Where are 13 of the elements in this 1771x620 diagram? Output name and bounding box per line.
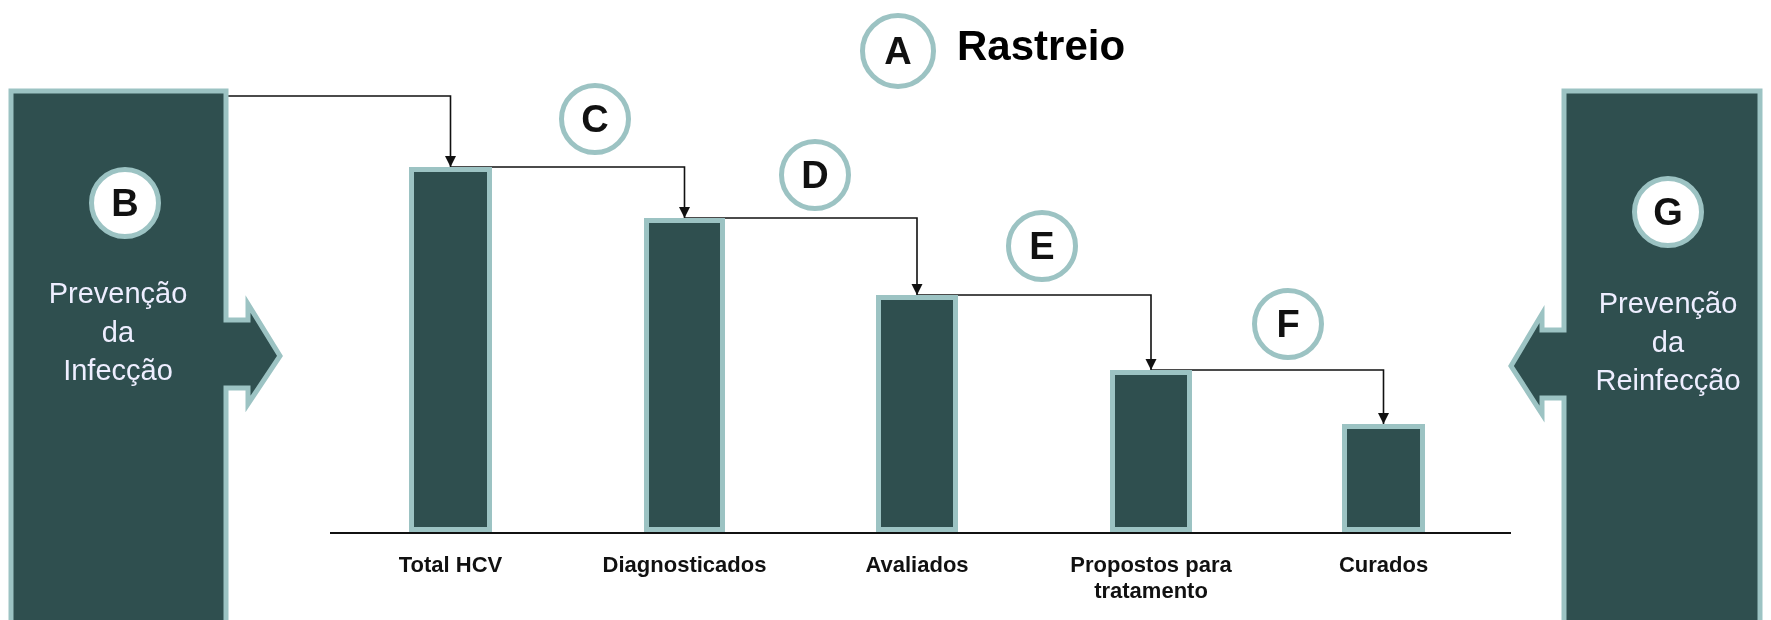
panel-text: Prevenção da Infecção	[48, 276, 188, 389]
letter-circle: C	[559, 83, 631, 155]
letter-circle: A	[860, 13, 936, 89]
bar-label: Avaliados	[864, 552, 970, 579]
letter-circle: E	[1006, 210, 1078, 282]
heading-text: Rastreio	[957, 22, 1126, 70]
bar-label: Total HCV	[397, 552, 504, 579]
panel-text: Prevenção da Reinfecção	[1594, 286, 1742, 399]
bar-label: Diagnosticados	[601, 552, 768, 579]
letter-circle: D	[779, 139, 851, 211]
bar-label: Curados	[1337, 552, 1430, 579]
letter-circle: F	[1252, 288, 1324, 360]
bar-label: Propostos para tratamento	[1069, 552, 1233, 605]
